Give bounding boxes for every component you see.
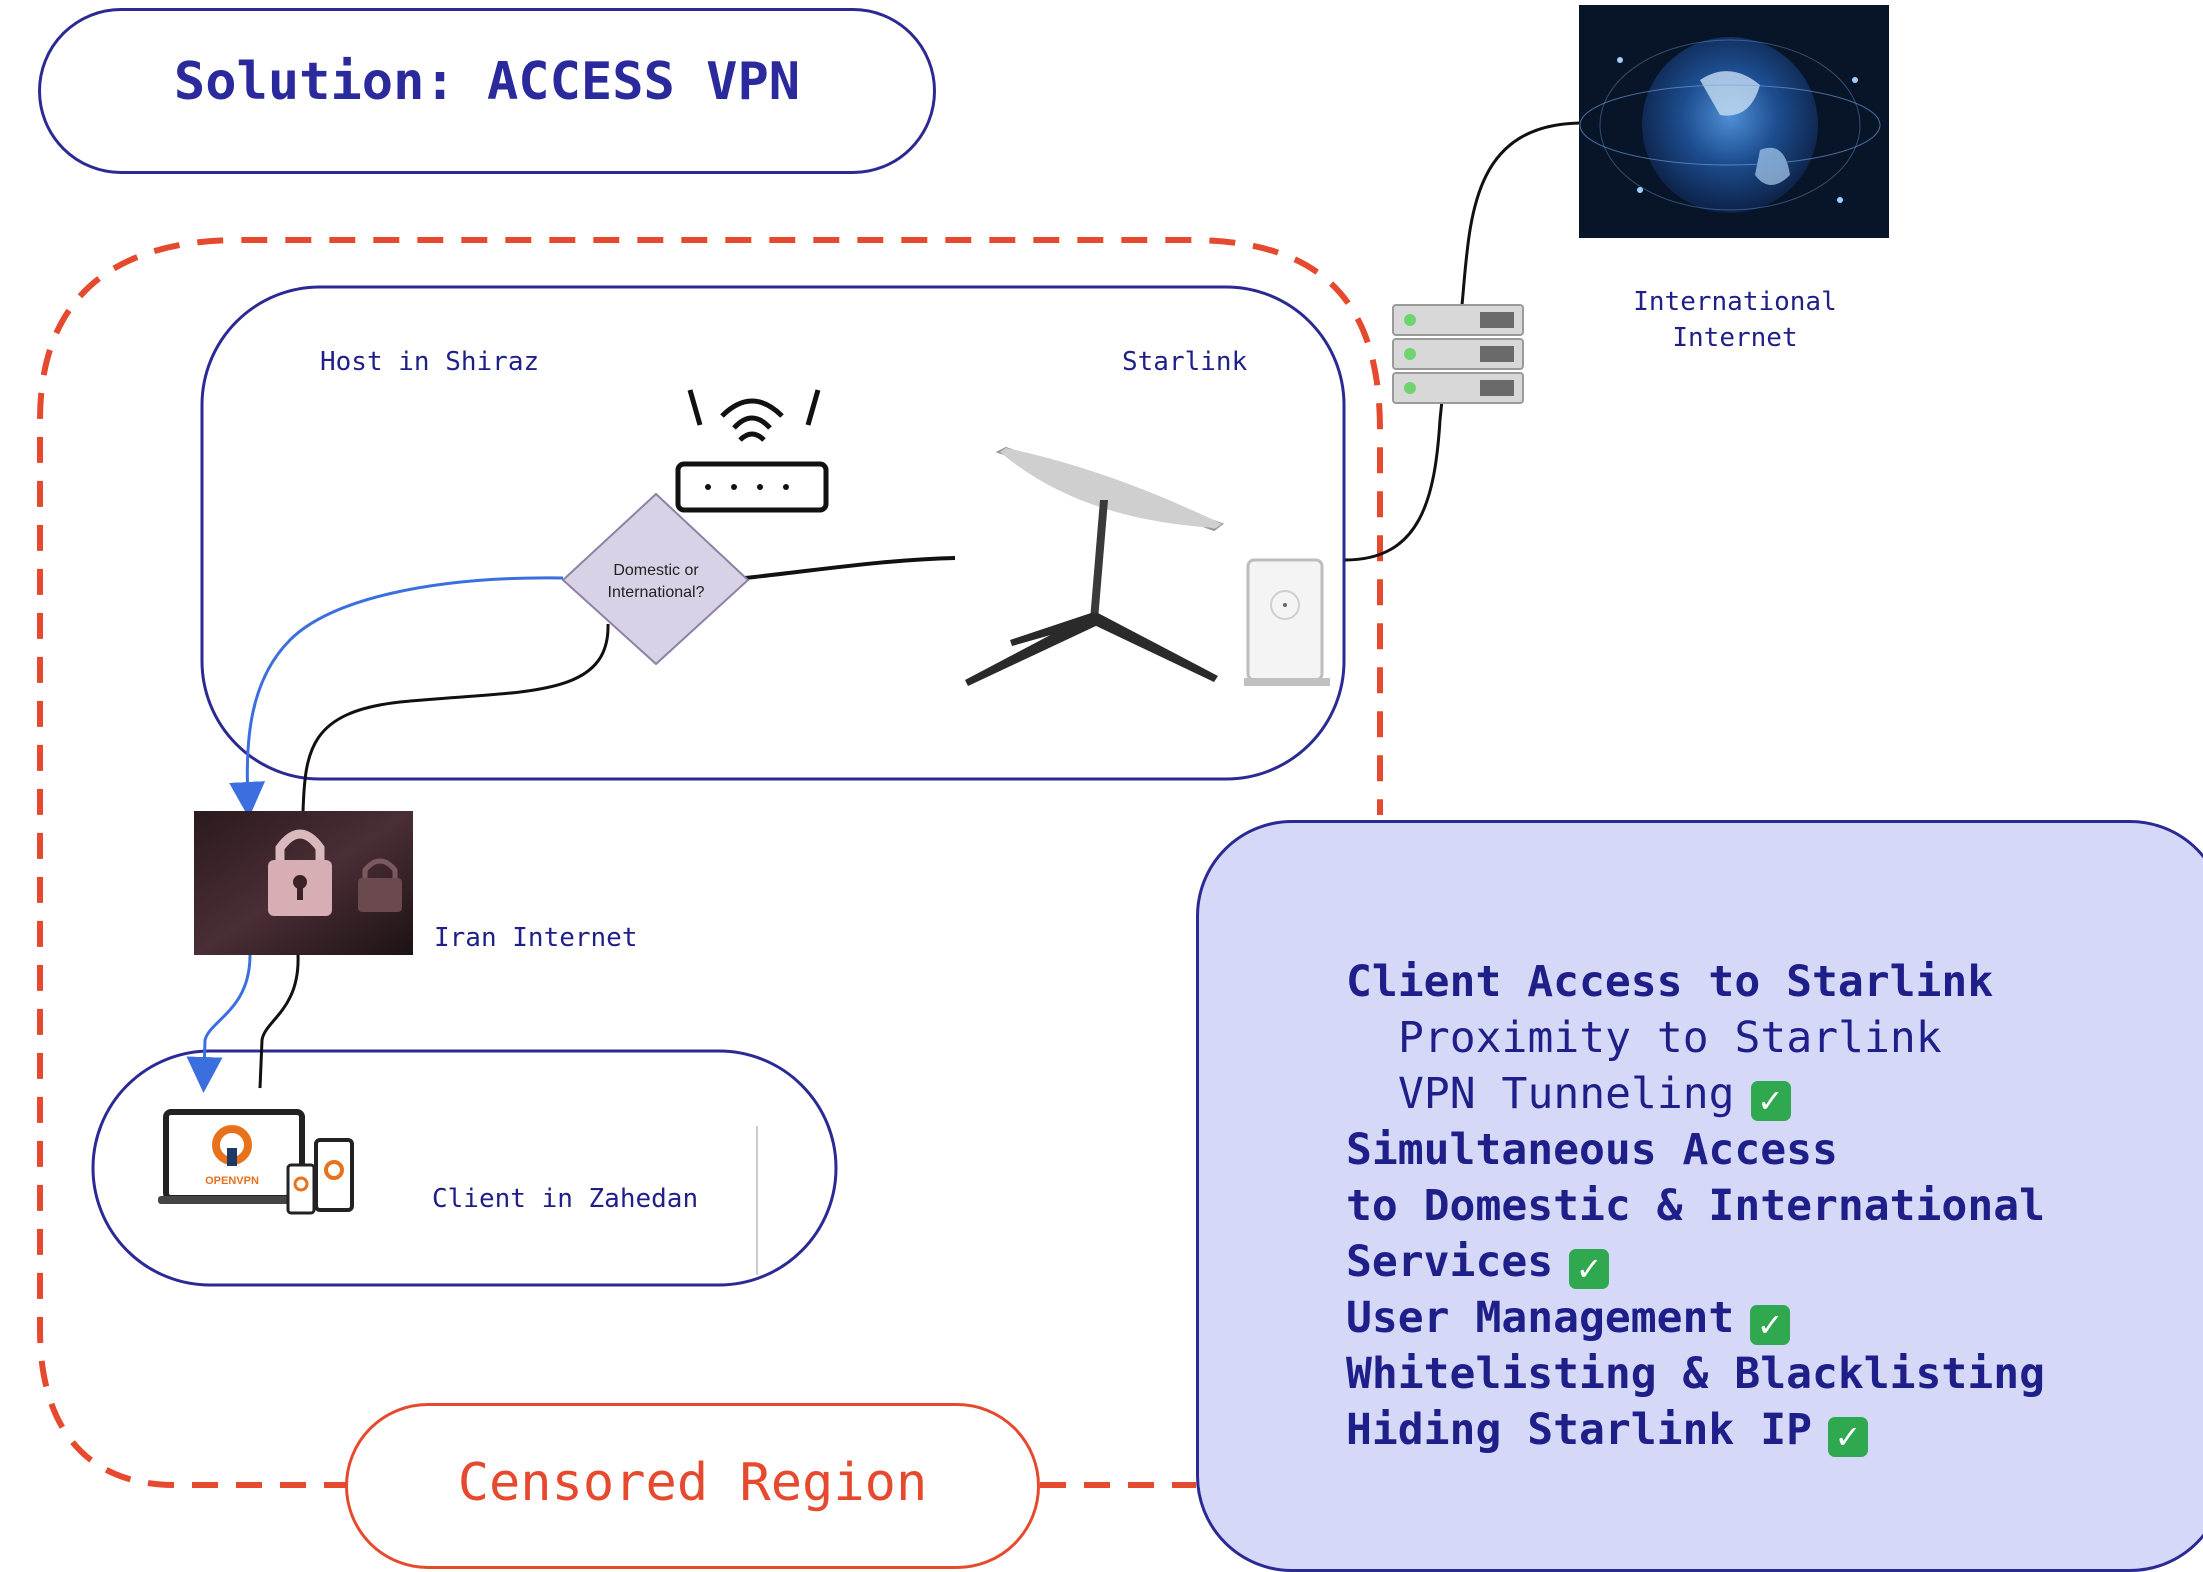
feature-text: VPN Tunneling	[1398, 1069, 1735, 1119]
feature-text: Client Access to Starlink	[1346, 957, 1994, 1007]
host-label: Host in Shiraz	[320, 347, 540, 377]
padlock-censorship-icon	[194, 811, 413, 955]
cable-router-to-starlink	[744, 556, 956, 580]
checkmark-icon: ✓	[1569, 1249, 1610, 1289]
cable-iran-internet-to-client	[258, 954, 300, 1089]
routing-decision-diamond: Domestic or International?	[561, 492, 750, 666]
feature-text: Simultaneous Access	[1346, 1125, 1838, 1175]
title-pill	[38, 8, 936, 174]
feature-text: Services	[1346, 1237, 1554, 1287]
feature-item: Services ✓	[1346, 1234, 2186, 1290]
censored-region-border	[37, 237, 1383, 1488]
censored-region-label: Censored Region	[457, 1453, 928, 1513]
checkmark-icon: ✓	[1750, 1081, 1791, 1121]
starlink-label: Starlink	[1122, 347, 1248, 377]
feature-item: User Management ✓	[1346, 1290, 2186, 1346]
page-title: Solution: ACCESS VPN	[173, 52, 801, 112]
feature-text: to Domestic & International	[1346, 1181, 2045, 1231]
feature-text: Hiding Starlink IP	[1346, 1405, 1812, 1455]
feature-text: Whitelisting & Blacklisting	[1346, 1349, 2045, 1399]
host-container	[200, 285, 1346, 781]
feature-item: Whitelisting & Blacklisting	[1346, 1346, 2186, 1402]
feature-text: User Management	[1346, 1293, 1735, 1343]
feature-item: to Domestic & International	[1346, 1178, 2186, 1234]
feature-item: Hiding Starlink IP ✓	[1346, 1402, 2186, 1458]
openvpn-logo-text: OPENVPN	[205, 1175, 259, 1187]
openvpn-devices-icon: OPENVPN	[158, 1109, 354, 1215]
iran-internet-label: Iran Internet	[434, 923, 638, 953]
wifi-router-icon	[675, 389, 829, 513]
blue-path-router-to-lock	[229, 576, 564, 818]
checkmark-icon: ✓	[1828, 1417, 1868, 1457]
feature-text: Proximity to Starlink	[1398, 1013, 1942, 1063]
feature-item: Client Access to Starlink	[1346, 954, 2186, 1010]
client-container	[91, 1049, 838, 1287]
feature-item: Proximity to Starlink	[1346, 1010, 2186, 1066]
blue-path-lock-to-client	[186, 954, 252, 1093]
feature-item: Simultaneous Access	[1346, 1122, 2186, 1178]
server-rack-icon	[1392, 304, 1524, 404]
cable-server-to-globe	[1460, 121, 1581, 306]
censored-region-pill	[345, 1403, 1040, 1569]
feature-item: VPN Tunneling ✓	[1346, 1066, 2186, 1122]
cable-router-to-iran-internet	[301, 623, 610, 813]
decision-line-2: International?	[608, 584, 705, 601]
decision-line-1: Domestic or	[613, 562, 699, 579]
globe-international-internet-icon	[1579, 5, 1889, 238]
international-internet-label: International Internet	[1633, 287, 1837, 353]
starlink-router-icon	[1244, 558, 1330, 686]
features-panel	[1196, 820, 2203, 1572]
cable-starlink-to-server	[1344, 399, 1444, 562]
client-label: Client in Zahedan	[432, 1184, 699, 1214]
checkmark-icon: ✓	[1750, 1305, 1791, 1345]
starlink-dish-icon	[965, 446, 1225, 686]
